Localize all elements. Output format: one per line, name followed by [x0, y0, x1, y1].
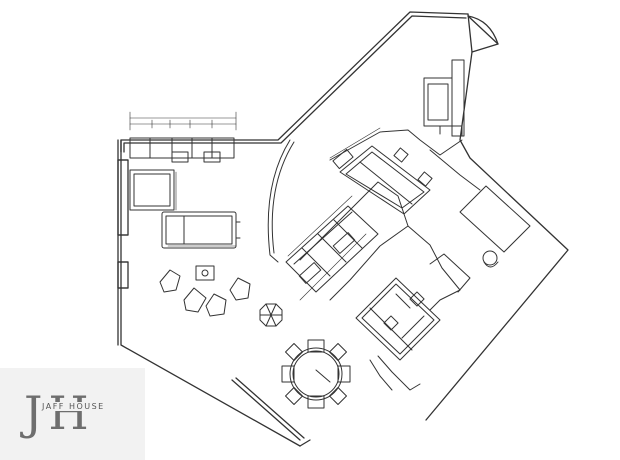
side-table — [259, 303, 283, 327]
lounge-chairs — [159, 265, 251, 317]
exterior-walls — [117, 11, 569, 447]
dimension-lines — [129, 111, 381, 301]
top-right-bench — [423, 59, 465, 137]
diagonal-sofa — [285, 205, 379, 293]
dining-set — [281, 339, 351, 409]
logo-mark: JH — [24, 386, 95, 440]
sofa — [161, 211, 241, 249]
kitchen-counter — [129, 137, 235, 163]
interior-partition — [267, 129, 481, 391]
bed — [355, 277, 441, 361]
armchair — [129, 169, 175, 211]
upper-sofa — [332, 145, 433, 215]
logo-text: JAFF HOUSE — [40, 402, 107, 411]
logo: JH JAFF HOUSE — [0, 368, 145, 460]
bathroom — [429, 185, 531, 293]
